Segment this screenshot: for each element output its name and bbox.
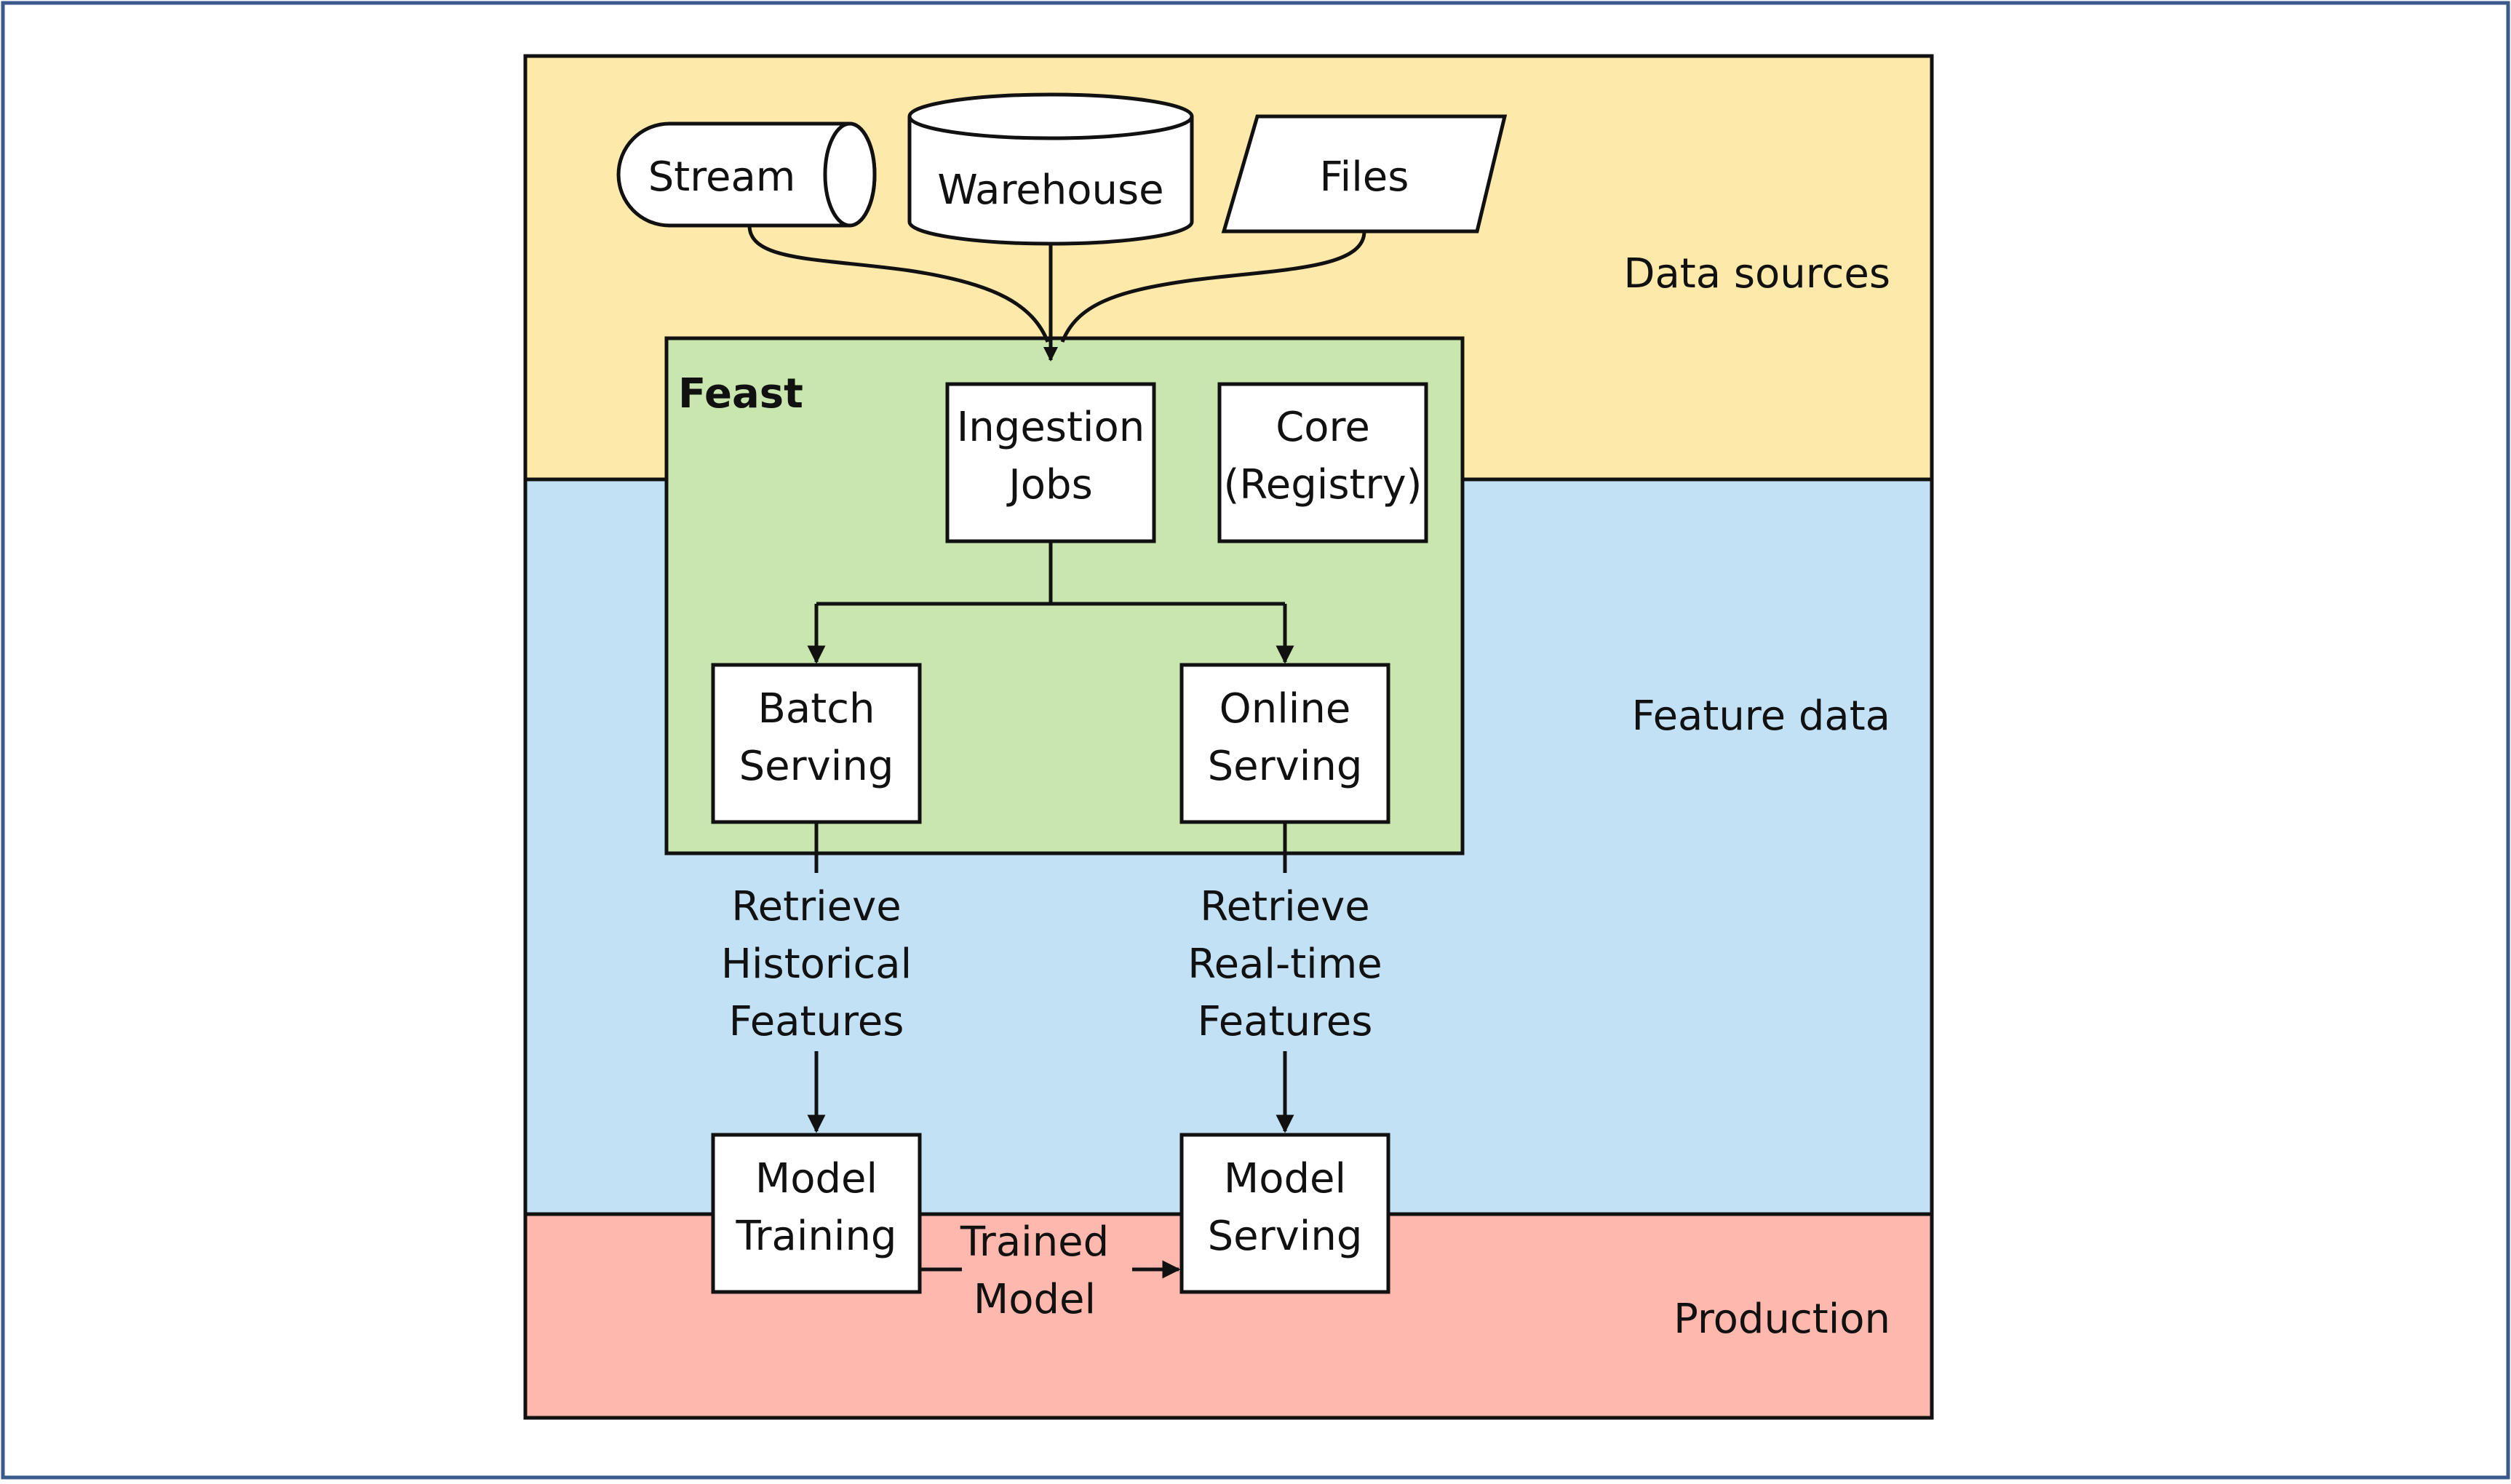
files-label: Files xyxy=(1320,153,1409,201)
batch-serving-line-2: Serving xyxy=(739,743,894,790)
retrieve-realtime-line-3: Features xyxy=(1198,998,1373,1045)
core-registry-line-1: Core xyxy=(1276,404,1370,451)
retrieve-historical-label: Retrieve Historical Features xyxy=(721,883,912,1045)
ingestion-jobs-box: Ingestion Jobs xyxy=(945,382,1156,543)
trained-model-line-1: Trained xyxy=(960,1218,1109,1266)
region-label-production: Production xyxy=(1674,1296,1890,1343)
retrieve-historical-line-2: Historical xyxy=(721,941,912,988)
retrieve-historical-line-3: Features xyxy=(729,998,904,1045)
ingestion-jobs-line-1: Ingestion xyxy=(957,404,1145,451)
retrieve-realtime-label: Retrieve Real-time Features xyxy=(1187,883,1382,1045)
retrieve-historical-line-1: Retrieve xyxy=(731,883,901,930)
files-connector xyxy=(1060,231,1366,343)
model-training-box: Model Training xyxy=(711,1133,922,1294)
model-training-line-1: Model xyxy=(755,1155,878,1202)
ingestion-jobs-line-2: Jobs xyxy=(1006,461,1093,508)
online-serving-box: Online Serving xyxy=(1179,663,1390,824)
trained-model-label: Trained Model xyxy=(960,1218,1109,1323)
core-registry-line-2: (Registry) xyxy=(1224,461,1422,508)
model-serving-line-2: Serving xyxy=(1208,1213,1363,1260)
stream-connector xyxy=(747,225,1050,343)
warehouse-source: Warehouse xyxy=(907,92,1194,246)
diagram-border xyxy=(523,54,1934,1420)
online-serving-line-1: Online xyxy=(1219,685,1351,733)
retrieve-realtime-line-1: Retrieve xyxy=(1200,883,1369,930)
model-serving-line-1: Model xyxy=(1224,1155,1346,1202)
region-label-feature-data: Feature data xyxy=(1631,693,1890,740)
trained-model-line-2: Model xyxy=(974,1276,1096,1323)
stream-label: Stream xyxy=(648,153,796,201)
retrieve-realtime-line-2: Real-time xyxy=(1187,941,1382,988)
model-serving-box: Model Serving xyxy=(1179,1133,1390,1294)
batch-serving-line-1: Batch xyxy=(758,685,875,733)
ingestion-to-serving-connector xyxy=(807,541,1294,664)
feast-title: Feast xyxy=(678,370,803,418)
region-label-data-sources: Data sources xyxy=(1623,250,1890,298)
batch-serving-box: Batch Serving xyxy=(711,663,922,824)
warehouse-label: Warehouse xyxy=(937,167,1163,214)
core-registry-box: Core (Registry) xyxy=(1217,382,1428,543)
model-training-line-2: Training xyxy=(736,1213,897,1260)
files-source: Files xyxy=(1221,114,1508,234)
online-serving-line-2: Serving xyxy=(1208,743,1363,790)
stream-source: Stream xyxy=(616,121,877,228)
